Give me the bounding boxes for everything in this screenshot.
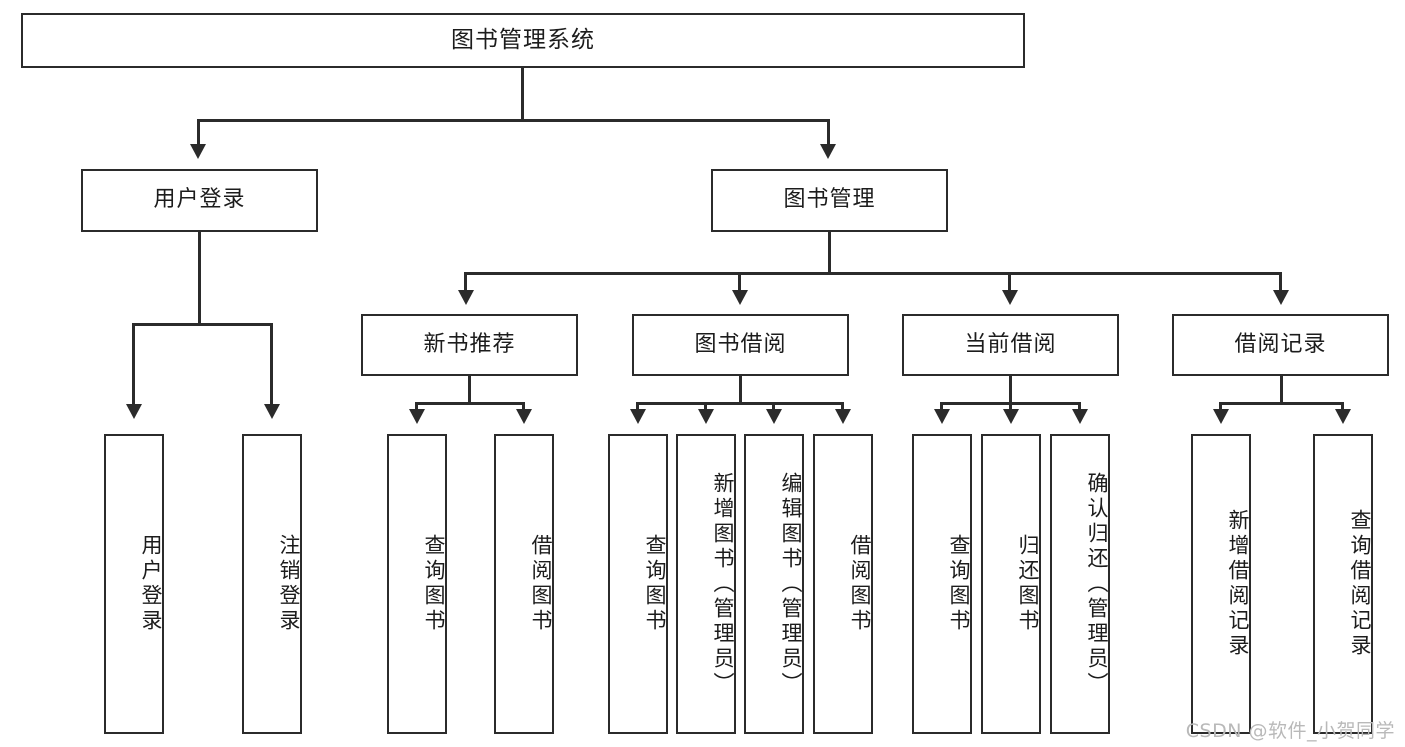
edge-bb-leaf4 [841, 402, 844, 412]
arrowhead-user-login-leaf2 [264, 404, 280, 419]
node-label: 当前借阅 [964, 331, 1057, 357]
arrowhead-cb-leaf2 [1003, 409, 1019, 424]
node-label: 查询图书 [422, 534, 446, 634]
node-label: 注销登录 [277, 534, 301, 634]
node-label: 新书推荐 [423, 331, 516, 357]
arrowhead-to-book-management [820, 144, 836, 159]
arrowhead-to-current-borrow [1002, 290, 1018, 305]
leaf-br-add-record[interactable]: 新增借阅记录 [1191, 434, 1251, 734]
leaf-bb-query-book[interactable]: 查询图书 [608, 434, 668, 734]
node-new-book-recommend[interactable]: 新书推荐 [361, 314, 578, 376]
edge-bb-trunk [739, 376, 742, 404]
node-book-borrow[interactable]: 图书借阅 [632, 314, 849, 376]
edge-bb-leaf3 [772, 402, 775, 412]
arrowhead-to-borrow-record [1273, 290, 1289, 305]
edge-to-book-borrow [738, 272, 741, 292]
node-book-management[interactable]: 图书管理 [711, 169, 948, 232]
leaf-nbr-borrow-book[interactable]: 借阅图书 [494, 434, 554, 734]
edge-user-login-trunk [198, 232, 201, 325]
node-label: 编辑图书（管理员） [779, 471, 803, 697]
edge-br-leaf1 [1219, 402, 1222, 412]
edge-cb-leaf1 [940, 402, 943, 412]
leaf-br-query-record[interactable]: 查询借阅记录 [1313, 434, 1373, 734]
edge-nbr-trunk [468, 376, 471, 404]
edge-bb-leaf1 [636, 402, 639, 412]
node-label: 新增借阅记录 [1226, 509, 1250, 659]
edge-br-trunk [1280, 376, 1283, 404]
node-label: 查询借阅记录 [1348, 509, 1372, 659]
leaf-bb-borrow-book[interactable]: 借阅图书 [813, 434, 873, 734]
edge-nbr-leaf2 [522, 402, 525, 412]
arrowhead-cb-leaf3 [1072, 409, 1088, 424]
node-borrow-record[interactable]: 借阅记录 [1172, 314, 1389, 376]
leaf-bb-add-book-admin[interactable]: 新增图书（管理员） [676, 434, 736, 734]
leaf-bb-edit-book-admin[interactable]: 编辑图书（管理员） [744, 434, 804, 734]
node-label: 用户登录 [153, 187, 246, 213]
node-label: 确认归还（管理员） [1085, 471, 1109, 697]
arrowhead-bb-leaf3 [766, 409, 782, 424]
node-label: 查询图书 [947, 534, 971, 634]
node-label: 图书管理 [783, 187, 876, 213]
leaf-cb-query-book[interactable]: 查询图书 [912, 434, 972, 734]
node-root-book-management-system[interactable]: 图书管理系统 [21, 13, 1025, 68]
node-label: 用户登录 [139, 534, 163, 634]
arrowhead-br-leaf2 [1335, 409, 1351, 424]
edge-user-login-leaf2 [270, 323, 273, 407]
node-current-borrow[interactable]: 当前借阅 [902, 314, 1119, 376]
leaf-user-login-login[interactable]: 用户登录 [104, 434, 164, 734]
edge-bb-leaf2 [704, 402, 707, 412]
arrowhead-to-book-borrow [732, 290, 748, 305]
edge-to-user-login [197, 119, 200, 147]
edge-cb-trunk [1009, 376, 1012, 404]
edge-nbr-leaf1 [415, 402, 418, 412]
edge-level2-bus [197, 119, 829, 122]
edge-cb-leaf2 [1009, 402, 1012, 412]
edge-user-login-leaf1 [132, 323, 135, 407]
edge-to-book-management [827, 119, 830, 147]
arrowhead-user-login-leaf1 [126, 404, 142, 419]
arrowhead-to-new-book-recommend [458, 290, 474, 305]
arrowhead-nbr-leaf1 [409, 409, 425, 424]
leaf-user-login-logout[interactable]: 注销登录 [242, 434, 302, 734]
edge-level3-bus [464, 272, 1282, 275]
node-label: 借阅记录 [1234, 331, 1327, 357]
arrowhead-cb-leaf1 [934, 409, 950, 424]
edge-to-borrow-record [1279, 272, 1282, 292]
arrowhead-br-leaf1 [1213, 409, 1229, 424]
edge-nbr-bus [415, 402, 525, 405]
edge-to-current-borrow [1008, 272, 1011, 292]
node-label: 新增图书（管理员） [711, 471, 735, 697]
node-user-login[interactable]: 用户登录 [81, 169, 318, 232]
edge-br-bus [1219, 402, 1344, 405]
edge-bb-bus [636, 402, 844, 405]
node-label: 借阅图书 [529, 534, 553, 634]
leaf-cb-confirm-return-admin[interactable]: 确认归还（管理员） [1050, 434, 1110, 734]
node-label: 图书借阅 [694, 331, 787, 357]
leaf-nbr-query-book[interactable]: 查询图书 [387, 434, 447, 734]
edge-root-trunk [521, 68, 524, 120]
arrowhead-bb-leaf2 [698, 409, 714, 424]
node-label: 借阅图书 [848, 534, 872, 634]
arrowhead-bb-leaf1 [630, 409, 646, 424]
arrowhead-to-user-login [190, 144, 206, 159]
edge-user-login-bus [132, 323, 272, 326]
leaf-cb-return-book[interactable]: 归还图书 [981, 434, 1041, 734]
node-label: 图书管理系统 [451, 26, 595, 53]
arrowhead-bb-leaf4 [835, 409, 851, 424]
node-label: 查询图书 [643, 534, 667, 634]
edge-br-leaf2 [1341, 402, 1344, 412]
edge-cb-leaf3 [1078, 402, 1081, 412]
arrowhead-nbr-leaf2 [516, 409, 532, 424]
edge-to-new-book-recommend [464, 272, 467, 292]
node-label: 归还图书 [1016, 534, 1040, 634]
edge-book-management-trunk [828, 232, 831, 274]
